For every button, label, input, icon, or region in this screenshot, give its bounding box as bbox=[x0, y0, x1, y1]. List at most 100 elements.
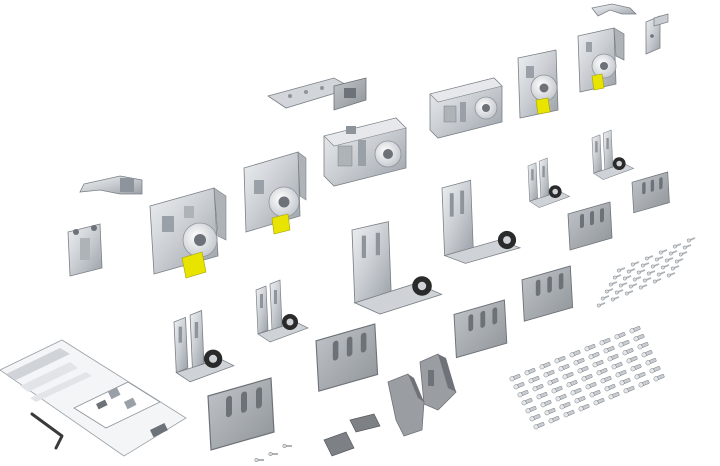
screw bbox=[614, 369, 627, 378]
screw bbox=[569, 387, 582, 396]
screw bbox=[598, 337, 611, 346]
allen-key bbox=[30, 412, 64, 450]
screw bbox=[617, 339, 630, 348]
small-roller-bracket bbox=[351, 221, 443, 315]
small-roller-bracket bbox=[527, 157, 570, 209]
screw bbox=[588, 389, 601, 398]
screw bbox=[640, 349, 653, 358]
screw bbox=[528, 413, 541, 422]
screw bbox=[543, 407, 556, 416]
screw bbox=[538, 361, 551, 370]
mounting-plate-top bbox=[267, 77, 367, 111]
screw bbox=[644, 254, 654, 261]
screw bbox=[658, 248, 668, 255]
screw bbox=[547, 415, 560, 424]
guide-plate bbox=[315, 323, 379, 392]
screw bbox=[668, 249, 678, 256]
screw bbox=[562, 409, 575, 418]
screw bbox=[628, 282, 638, 289]
screws bbox=[508, 325, 665, 430]
small-roller-bracket bbox=[591, 129, 634, 181]
screws bbox=[254, 443, 293, 463]
screw bbox=[640, 261, 650, 268]
screw bbox=[686, 236, 696, 243]
screw bbox=[572, 357, 585, 366]
screw bbox=[607, 391, 620, 400]
screw bbox=[606, 353, 619, 362]
screw bbox=[626, 267, 636, 274]
screw bbox=[613, 331, 626, 340]
guide-plate bbox=[453, 299, 508, 359]
screw bbox=[592, 397, 605, 406]
end-bracket bbox=[67, 223, 103, 277]
guide-block bbox=[387, 373, 425, 437]
guide-block bbox=[419, 353, 457, 411]
screw bbox=[624, 289, 634, 296]
screw bbox=[508, 373, 521, 382]
screw bbox=[535, 391, 548, 400]
screw bbox=[625, 355, 638, 364]
screw bbox=[678, 250, 688, 257]
screw bbox=[568, 349, 581, 358]
roller-carriage bbox=[149, 187, 227, 279]
screw bbox=[580, 373, 593, 382]
screw bbox=[539, 399, 552, 408]
screw bbox=[632, 275, 642, 282]
end-cap bbox=[349, 413, 381, 433]
screw bbox=[610, 295, 620, 302]
screw bbox=[527, 375, 540, 384]
screw bbox=[523, 367, 536, 376]
roller-carriage bbox=[243, 151, 307, 235]
screw bbox=[531, 383, 544, 392]
screw bbox=[652, 373, 665, 382]
screw bbox=[595, 367, 608, 376]
screw bbox=[672, 242, 682, 249]
screw bbox=[554, 393, 567, 402]
screw bbox=[542, 369, 555, 378]
screw bbox=[633, 371, 646, 380]
screw bbox=[632, 333, 645, 342]
screw bbox=[553, 355, 566, 364]
carriage-wide bbox=[429, 77, 503, 139]
screw bbox=[512, 381, 525, 390]
screws bbox=[596, 236, 696, 308]
end-cap bbox=[323, 431, 355, 457]
small-roller-bracket bbox=[255, 279, 309, 343]
screw bbox=[577, 403, 590, 412]
screw bbox=[638, 283, 648, 290]
screw bbox=[603, 383, 616, 392]
screw bbox=[656, 270, 666, 277]
screw bbox=[682, 243, 692, 250]
guide-plate bbox=[521, 265, 574, 322]
screw bbox=[516, 389, 529, 398]
screw bbox=[622, 385, 635, 394]
screw bbox=[614, 288, 624, 295]
roller-carriage bbox=[577, 27, 625, 93]
screw bbox=[642, 276, 652, 283]
screw bbox=[608, 280, 618, 287]
screw bbox=[596, 301, 606, 308]
screw bbox=[612, 273, 622, 280]
small-roller-bracket bbox=[173, 309, 235, 383]
screw bbox=[664, 256, 674, 263]
screw bbox=[618, 377, 631, 386]
roller-carriage bbox=[517, 49, 559, 119]
screw bbox=[610, 361, 623, 370]
screw bbox=[584, 381, 597, 390]
screw bbox=[587, 351, 600, 360]
screw bbox=[628, 325, 641, 334]
screw bbox=[630, 260, 640, 267]
screw bbox=[524, 405, 537, 414]
screw bbox=[654, 255, 664, 262]
carriage-top bbox=[323, 117, 407, 187]
screw bbox=[561, 371, 574, 380]
screw bbox=[583, 343, 596, 352]
clip-bracket bbox=[645, 13, 669, 55]
screw bbox=[629, 363, 642, 372]
screw bbox=[602, 345, 615, 354]
small-roller-bracket bbox=[441, 179, 522, 264]
screw bbox=[520, 397, 533, 406]
screw bbox=[600, 294, 610, 301]
screw bbox=[666, 271, 676, 278]
